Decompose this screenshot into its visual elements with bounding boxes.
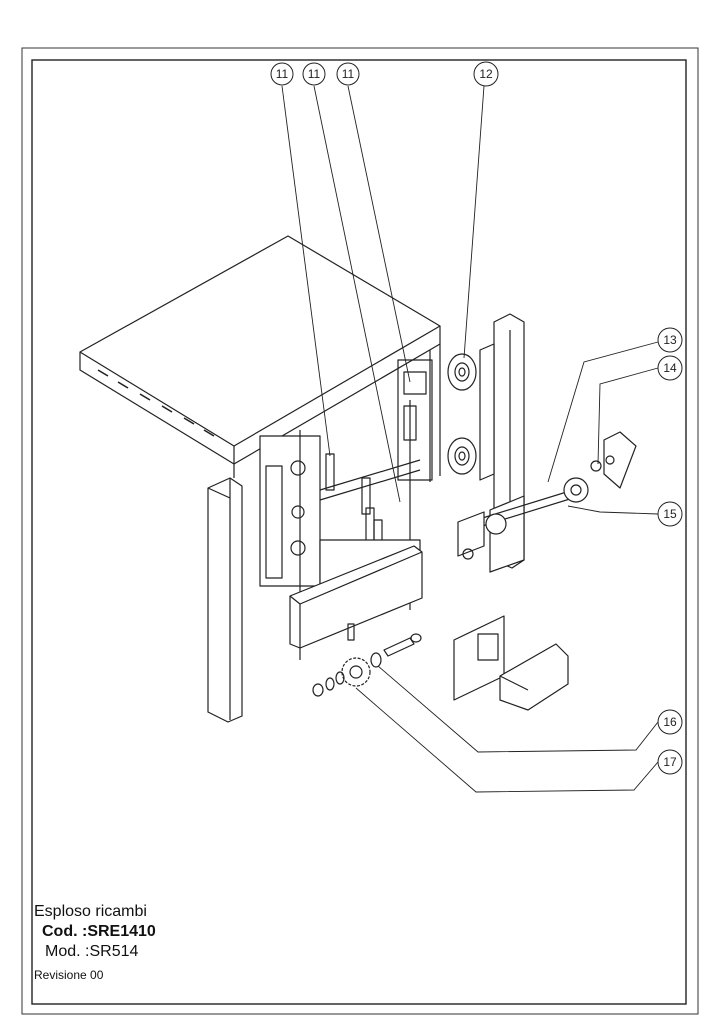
- svg-text:15: 15: [663, 507, 677, 521]
- callout-16: 16: [657, 709, 683, 735]
- title-block-model: Mod. :SR514: [45, 943, 139, 960]
- title-block-code: Cod. :SRE1410: [42, 923, 156, 940]
- title-block-revision: Revisione 00: [34, 968, 104, 982]
- callout-12: 12: [473, 61, 499, 87]
- pin-and-washer: [370, 633, 422, 668]
- bracket: [590, 431, 637, 489]
- callout-17: 17: [657, 749, 683, 775]
- electrical-box: [453, 615, 569, 711]
- svg-text:11: 11: [308, 67, 321, 81]
- inner-frame: [31, 59, 687, 1005]
- bearing-upper: [447, 353, 477, 391]
- drive-shaft: [457, 477, 589, 560]
- svg-text:11: 11: [276, 67, 289, 81]
- svg-text:13: 13: [663, 333, 677, 347]
- callout-13: 13: [657, 327, 683, 353]
- sprocket-assembly: [312, 657, 371, 697]
- cabinet-body: [79, 235, 441, 465]
- svg-text:12: 12: [479, 67, 493, 81]
- svg-text:11: 11: [342, 67, 355, 81]
- leg-front: [207, 477, 243, 723]
- svg-text:17: 17: [663, 755, 677, 769]
- vertical-column: [479, 313, 525, 573]
- title-block: Esploso ricambi Cod. :SRE1410 Mod. :SR51…: [34, 902, 156, 984]
- callout-11-c: 11: [336, 62, 360, 86]
- callout-11-a: 11: [270, 62, 294, 86]
- svg-text:14: 14: [663, 361, 677, 375]
- bearing-lower: [447, 437, 477, 475]
- svg-text:16: 16: [663, 715, 677, 729]
- callout-14: 14: [657, 355, 683, 381]
- title-block-heading: Esploso ricambi: [34, 903, 147, 920]
- lift-frame: [259, 359, 433, 660]
- outer-frame: [21, 47, 699, 1015]
- callout-11-b: 11: [302, 62, 326, 86]
- callout-15: 15: [657, 501, 683, 527]
